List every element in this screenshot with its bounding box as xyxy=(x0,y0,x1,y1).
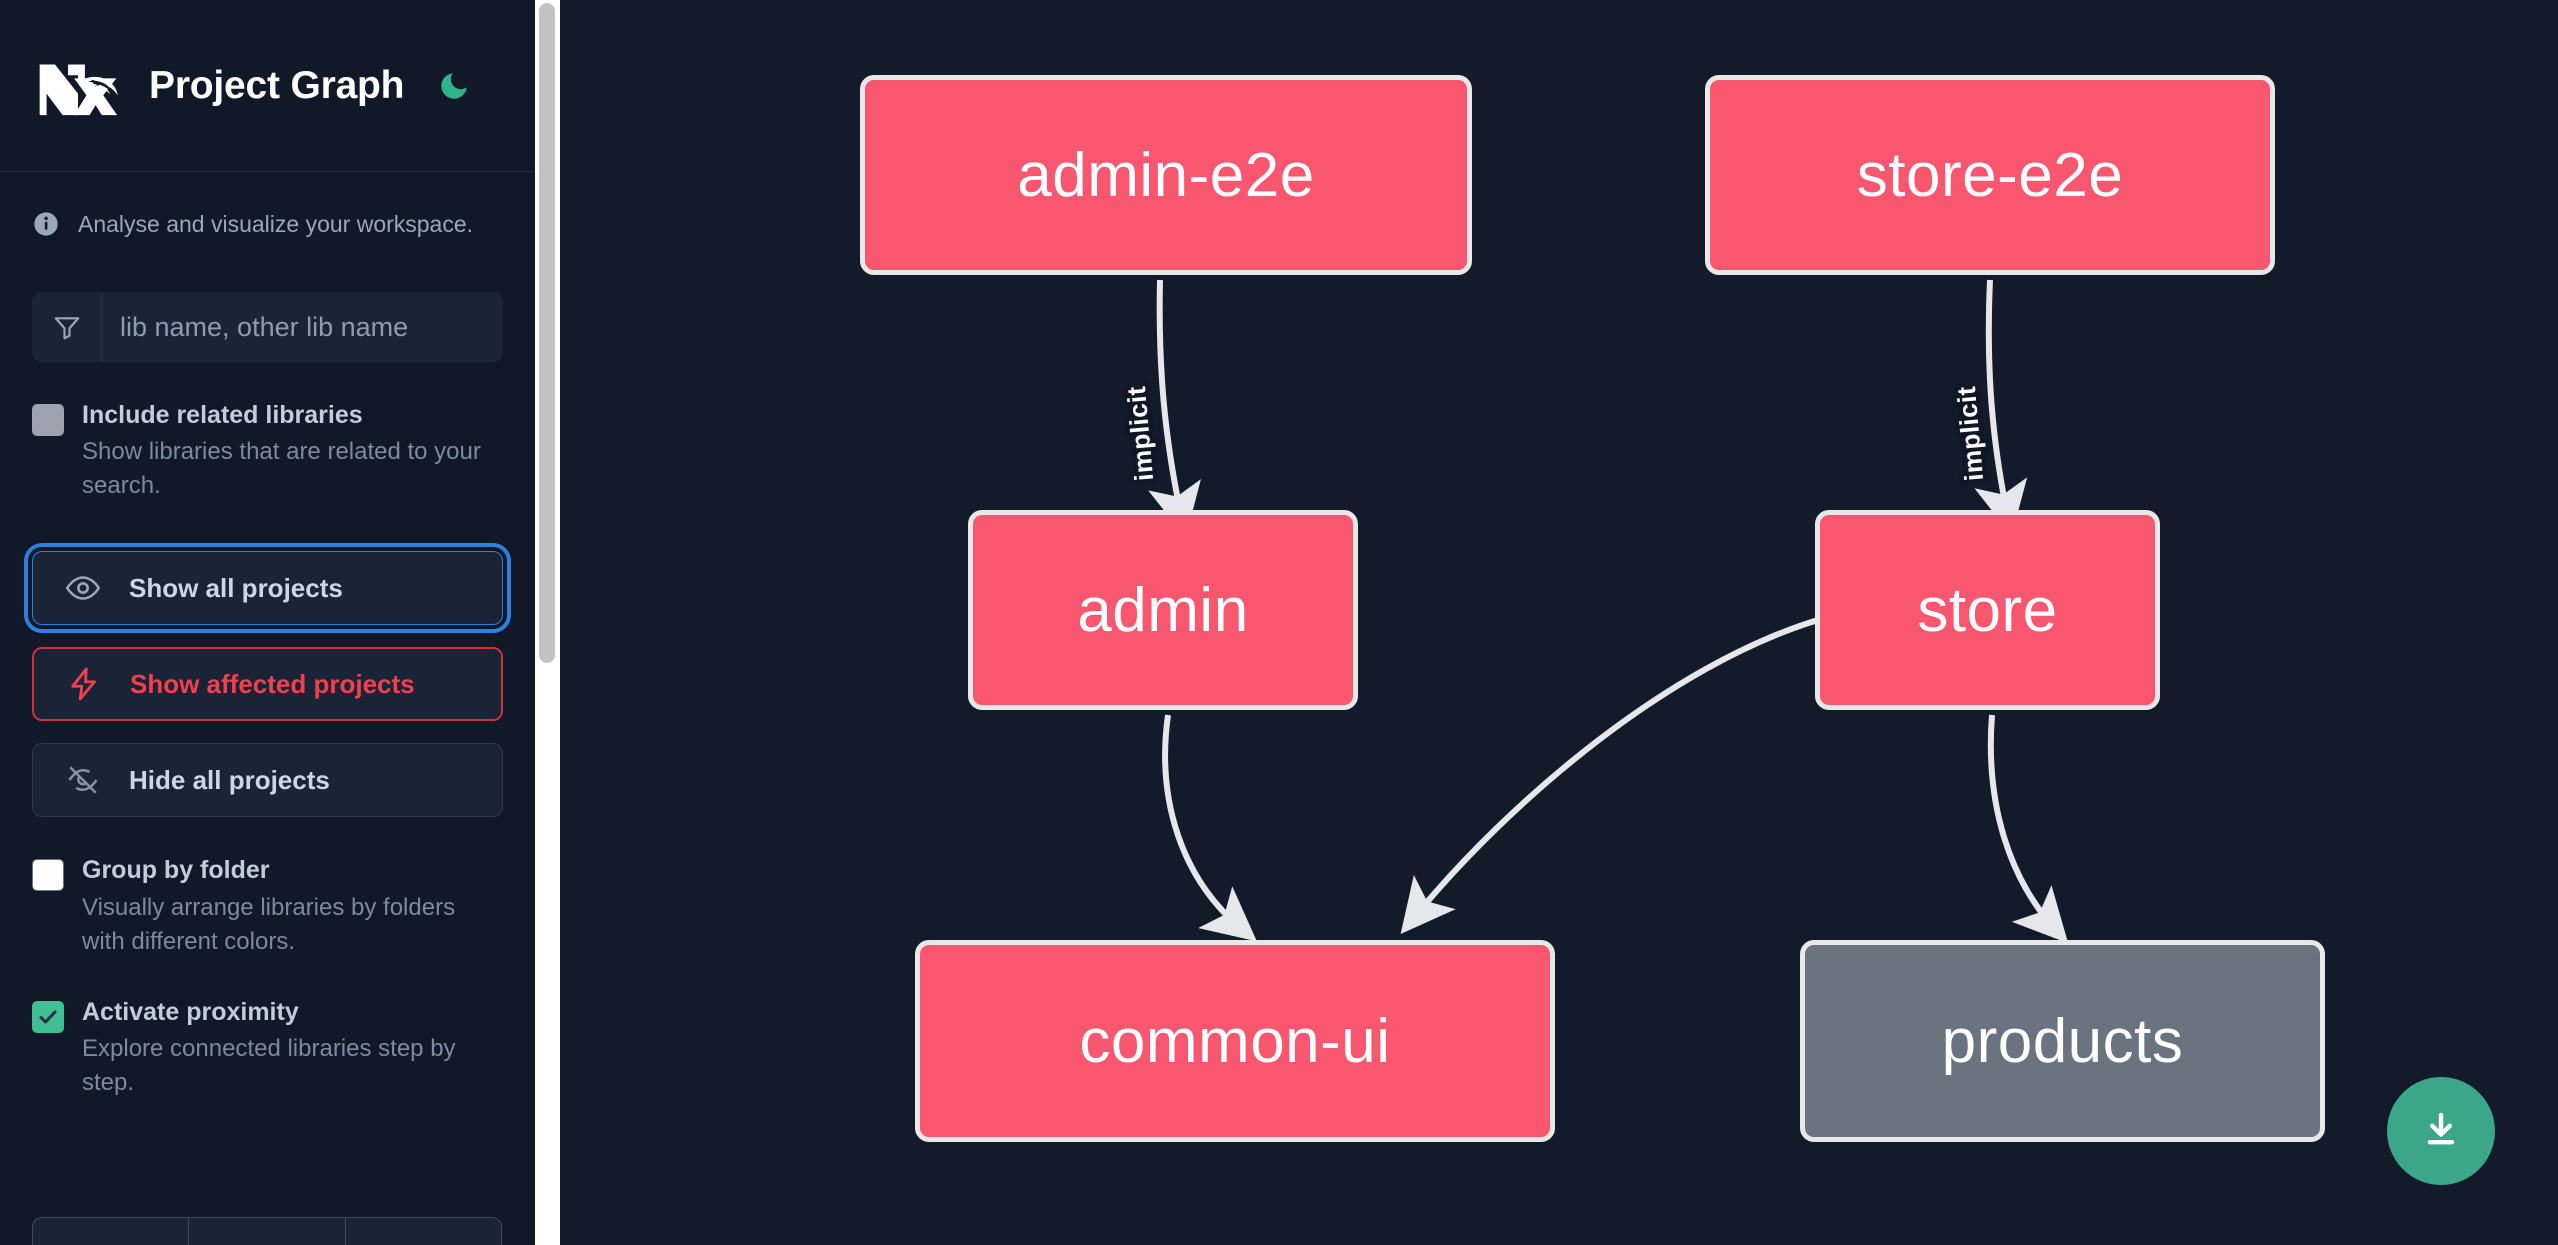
graph-node-common-ui[interactable]: common-ui xyxy=(915,940,1555,1142)
checkbox-label: Group by folder xyxy=(82,856,270,885)
workspace-info: Analyse and visualize your workspace. xyxy=(32,210,503,238)
node-label: common-ui xyxy=(1079,1006,1391,1076)
checkbox-label: Activate proximity xyxy=(82,997,299,1026)
download-icon xyxy=(2427,1112,2455,1145)
project-action-buttons: Show all projects Show affected projects xyxy=(24,543,511,818)
show-all-projects-label: Show all projects xyxy=(129,572,343,603)
sidebar-body: Analyse and visualize your workspace. xyxy=(0,210,535,1100)
graph-node-admin-e2e[interactable]: admin-e2e xyxy=(860,75,1472,275)
search-box[interactable] xyxy=(32,292,503,362)
download-button[interactable] xyxy=(2387,1077,2495,1185)
graph-edges xyxy=(1148,279,2069,944)
lightning-bolt-icon xyxy=(64,664,104,704)
page-title: Project Graph xyxy=(149,63,405,107)
graph-node-admin[interactable]: admin xyxy=(968,510,1358,710)
filter-funnel-icon xyxy=(32,292,102,362)
segmented-control[interactable] xyxy=(32,1217,502,1245)
checkbox-description: Show libraries that are related to your … xyxy=(82,438,481,500)
checkbox-box[interactable] xyxy=(32,859,64,892)
show-all-projects-button[interactable]: Show all projects xyxy=(24,543,511,634)
graph-node-store[interactable]: store xyxy=(1815,510,2160,710)
checkbox-label: Include related libraries xyxy=(82,401,363,429)
node-label: products xyxy=(1941,1006,2184,1076)
sidebar-header: Project Graph xyxy=(0,0,535,172)
search-input[interactable] xyxy=(102,292,503,362)
edge-admin-e2e-admin xyxy=(1148,279,1201,538)
checkbox-description: Visually arrange libraries by folders wi… xyxy=(82,893,456,955)
segment-option-3[interactable] xyxy=(346,1218,501,1245)
node-label: store-e2e xyxy=(1856,140,2124,210)
node-label: store xyxy=(1917,575,2058,645)
eye-off-icon xyxy=(63,760,103,800)
sidebar: Project Graph xyxy=(0,0,560,1245)
graph-canvas[interactable]: admin-e2e store-e2e admin store common-u… xyxy=(560,0,2558,1245)
checkbox-activate-proximity[interactable]: Activate proximity Explore connected lib… xyxy=(32,997,503,1100)
node-label: admin-e2e xyxy=(1017,140,1315,210)
segment-option-2[interactable] xyxy=(189,1218,346,1245)
sidebar-scrollbar[interactable] xyxy=(535,0,560,1245)
checkbox-box[interactable] xyxy=(32,404,64,436)
sidebar-scrollbar-thumb[interactable] xyxy=(539,3,555,663)
checkbox-include-related-libraries[interactable]: Include related libraries Show libraries… xyxy=(32,400,503,503)
checkbox-group-by-folder[interactable]: Group by folder Visually arrange librari… xyxy=(32,855,503,958)
workspace-info-text: Analyse and visualize your workspace. xyxy=(78,210,474,237)
eye-icon xyxy=(63,568,103,608)
segment-option-1[interactable] xyxy=(33,1218,190,1245)
graph-node-products[interactable]: products xyxy=(1800,940,2325,1142)
show-affected-projects-button[interactable]: Show affected projects xyxy=(32,647,503,722)
node-label: admin xyxy=(1077,575,1249,645)
nx-logo-icon xyxy=(32,55,124,117)
sidebar-content: Project Graph xyxy=(0,0,535,1245)
hide-all-projects-button[interactable]: Hide all projects xyxy=(32,743,503,818)
show-affected-projects-label: Show affected projects xyxy=(130,668,415,699)
graph-node-store-e2e[interactable]: store-e2e xyxy=(1705,75,2275,275)
checkbox-box[interactable] xyxy=(32,1000,64,1033)
info-icon xyxy=(32,210,60,238)
hide-all-projects-label: Hide all projects xyxy=(129,764,330,795)
checkbox-description: Explore connected libraries step by step… xyxy=(82,1035,456,1097)
moon-icon[interactable] xyxy=(434,66,474,106)
